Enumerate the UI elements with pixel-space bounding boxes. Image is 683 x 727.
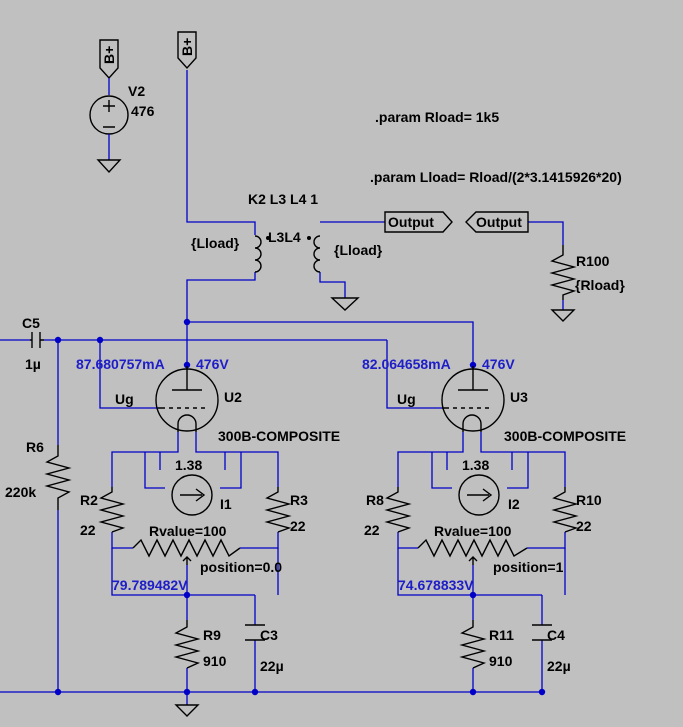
u2-grid-label: Ug	[115, 391, 134, 407]
r2-value: 22	[80, 522, 96, 538]
v2-value: 476	[131, 103, 155, 119]
coupling-directive: K2 L3 L4 1	[248, 191, 318, 207]
u2-name: U2	[224, 389, 242, 405]
cathode-voltage-left: 79.789482V	[112, 577, 188, 593]
current-source-i1	[171, 474, 213, 516]
i2-name: I2	[508, 496, 520, 512]
r11-value: 910	[489, 653, 513, 669]
bplus-flag-main: B+	[177, 31, 197, 70]
transformer-name: L3L4	[268, 229, 301, 245]
transformer-l3l4	[254, 235, 360, 311]
u2-op-plate: 476V	[196, 356, 229, 372]
capacitor-c3	[245, 624, 265, 641]
voltage-source-v2	[89, 78, 129, 174]
pot-left-value: Rvalue=100	[149, 523, 227, 539]
r10-name: R10	[576, 492, 602, 508]
svg-text:Output: Output	[388, 214, 434, 230]
r10-value: 22	[576, 518, 592, 534]
resistor-r100	[549, 245, 577, 300]
resistor-r2	[98, 487, 126, 533]
r6-name: R6	[26, 439, 44, 455]
c4-name: C4	[547, 627, 565, 643]
svg-text:Output: Output	[476, 214, 522, 230]
capacitor-c4	[532, 624, 552, 641]
pot-right-position: position=1	[493, 559, 564, 575]
r6-value: 220k	[5, 484, 36, 500]
v2-name: V2	[128, 83, 145, 99]
ground-symbol	[174, 704, 200, 717]
tube-u3	[441, 366, 505, 432]
r3-name: R3	[290, 492, 308, 508]
r9-value: 910	[203, 653, 227, 669]
resistor-r6	[44, 445, 72, 510]
r3-value: 22	[290, 518, 306, 534]
pot-right-value: Rvalue=100	[434, 523, 512, 539]
bplus-flag-v2: B+	[99, 39, 119, 80]
resistor-r8	[384, 487, 412, 533]
u3-model: 300B-COMPOSITE	[504, 428, 626, 444]
u3-op-current: 82.064658mA	[362, 356, 451, 372]
c5-value: 1µ	[25, 356, 41, 372]
r11-name: R11	[489, 627, 514, 643]
r2-name: R2	[80, 492, 98, 508]
output-flag-right: Output	[465, 211, 529, 233]
u2-op-current: 87.680757mA	[76, 356, 165, 372]
u3-op-plate: 476V	[482, 356, 515, 372]
resistor-r10	[551, 487, 579, 533]
primary-inductance: {Lload}	[191, 235, 240, 251]
r8-value: 22	[364, 522, 380, 538]
resistor-r9	[173, 620, 201, 669]
c5-name: C5	[22, 315, 40, 331]
capacitor-c5	[30, 332, 44, 348]
svg-text:B+: B+	[179, 38, 195, 56]
tube-u2	[155, 366, 219, 432]
c4-value: 22µ	[547, 658, 571, 674]
r100-name: R100	[576, 253, 610, 269]
secondary-inductance: {Lload}	[334, 242, 383, 258]
pot-left-position: position=0.0	[200, 559, 282, 575]
cathode-voltage-right: 74.678833V	[398, 577, 474, 593]
param-lload: .param Lload= Rload/(2*3.1415926*20)	[370, 169, 622, 185]
output-flag-left: Output	[384, 211, 453, 233]
potentiometer-right	[417, 538, 528, 565]
u3-grid-label: Ug	[397, 391, 416, 407]
svg-text:B+: B+	[101, 46, 117, 64]
u3-name: U3	[510, 389, 528, 405]
current-source-i2	[458, 474, 500, 516]
i1-name: I1	[220, 496, 232, 512]
i1-value: 1.38	[175, 457, 202, 473]
wires	[0, 70, 566, 705]
resistor-r3	[264, 487, 292, 533]
i2-value: 1.38	[462, 457, 489, 473]
r9-name: R9	[203, 627, 221, 643]
u2-model: 300B-COMPOSITE	[218, 428, 340, 444]
c3-name: C3	[260, 627, 278, 643]
potentiometer-left	[132, 538, 241, 565]
c3-value: 22µ	[260, 658, 284, 674]
param-rload: .param Rload= 1k5	[375, 109, 499, 125]
r8-name: R8	[366, 492, 384, 508]
resistor-r11	[459, 620, 487, 669]
r100-value: {Rload}	[575, 277, 625, 293]
